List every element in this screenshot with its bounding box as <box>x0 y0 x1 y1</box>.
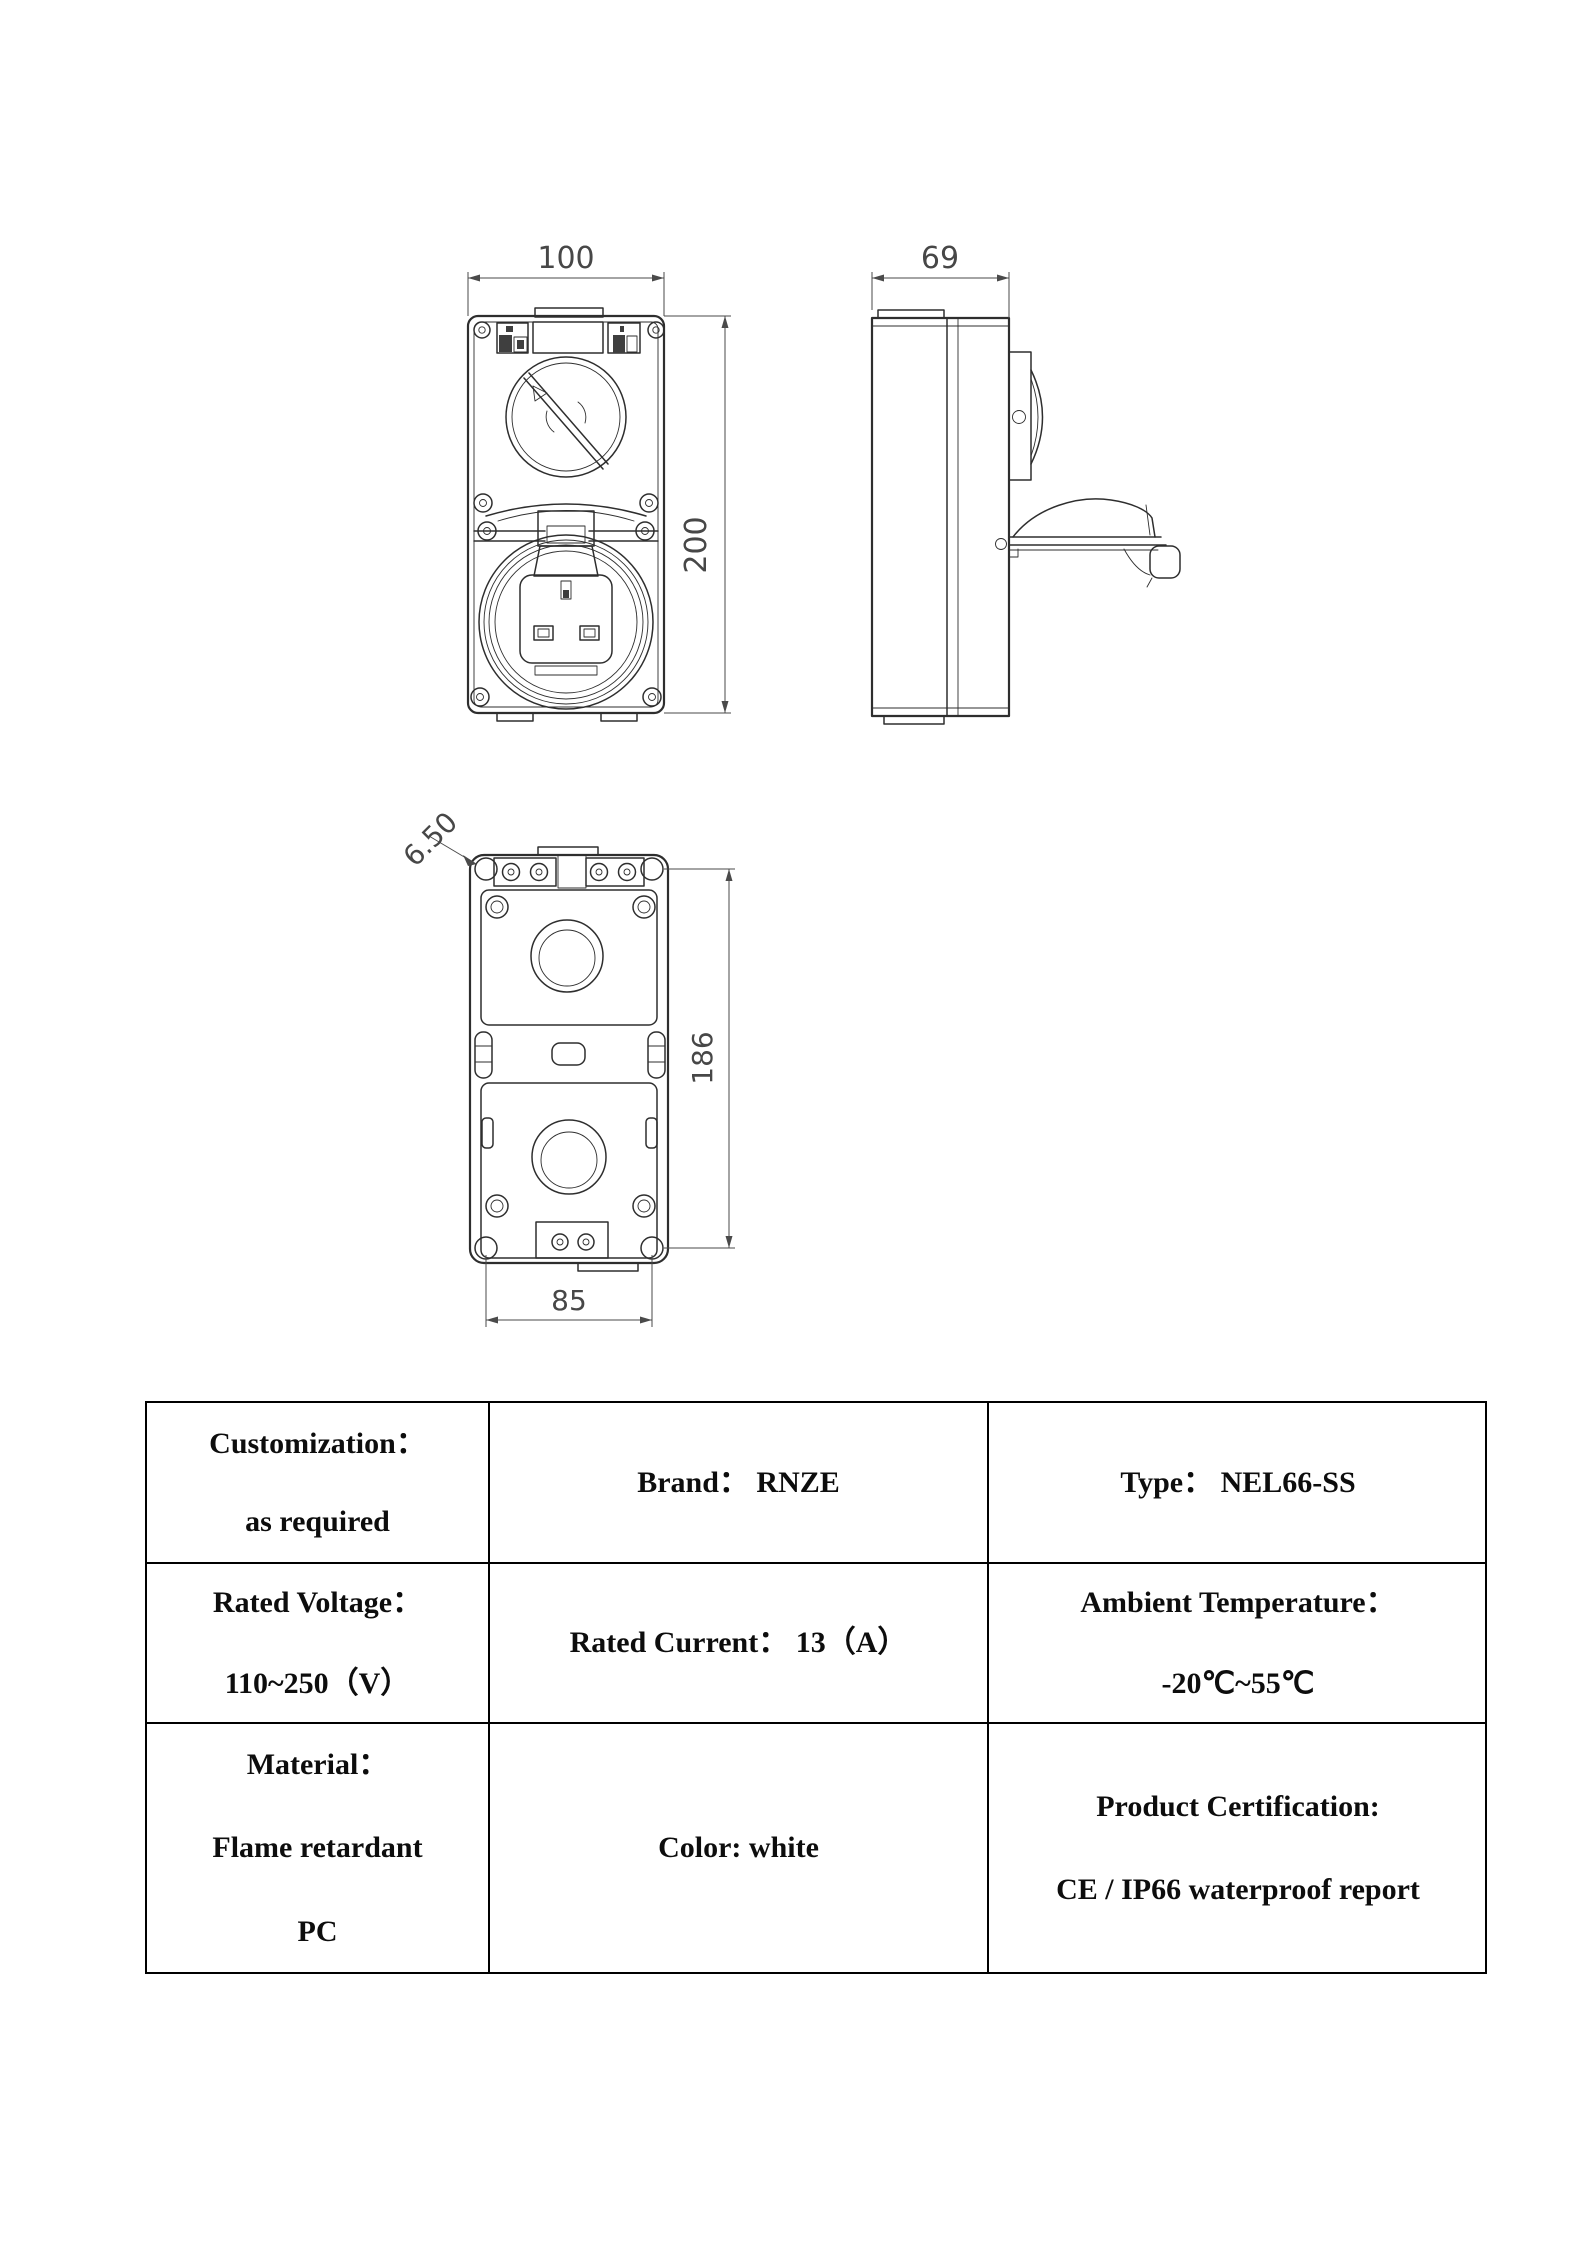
dim-back-height: 186 <box>664 868 735 1249</box>
dim-label-6-50: 6.50 <box>397 806 464 873</box>
dim-label-69: 69 <box>921 241 959 276</box>
spec-cell-ambient-temperature: Ambient Temperature： -20℃~55℃ <box>989 1564 1487 1724</box>
spec-line: as required <box>245 1504 390 1538</box>
side-body-outline <box>870 309 1011 725</box>
spec-line: Customization： <box>209 1427 426 1460</box>
side-knob <box>1008 351 1044 481</box>
spec-line: Flame retardant <box>212 1831 423 1865</box>
spec-cell-type: Type： NEL66-SS <box>989 1403 1487 1564</box>
dim-back-hole: 6.50 <box>397 806 477 873</box>
dim-label-100: 100 <box>537 241 594 276</box>
spec-line: 110~250（V） <box>224 1667 411 1700</box>
socket-recess <box>478 534 654 710</box>
spec-line: Rated Current： 13（A） <box>569 1626 908 1660</box>
dim-label-85: 85 <box>551 1284 587 1317</box>
spec-line: Color: white <box>658 1831 819 1865</box>
back-upper-section <box>480 889 658 1026</box>
spec-cell-material: Material： Flame retardant PC <box>147 1724 490 1972</box>
spec-line: Material： <box>246 1747 389 1781</box>
spec-line: Product Certification: <box>1096 1789 1380 1823</box>
back-plate-outline <box>468 846 670 1272</box>
spec-line: CE / IP66 waterproof report <box>1056 1873 1420 1906</box>
spec-cell-color: Color: white <box>490 1724 989 1972</box>
rotary-dial <box>505 356 627 478</box>
spec-line: Brand： RNZE <box>637 1465 840 1499</box>
dim-side-depth: 69 <box>871 241 1010 318</box>
dim-back-width: 85 <box>485 1255 653 1327</box>
spec-table: Customization： as required Brand： RNZE T… <box>145 1401 1487 1974</box>
dim-front-height: 200 <box>664 315 731 714</box>
side-view: 69 <box>870 241 1181 725</box>
spec-cell-brand: Brand： RNZE <box>490 1403 989 1564</box>
back-terminal-blocks <box>493 857 645 1259</box>
spec-cell-certification: Product Certification: CE / IP66 waterpr… <box>989 1724 1487 1972</box>
spec-cell-customization: Customization： as required <box>147 1403 490 1564</box>
side-open-flap <box>995 498 1181 588</box>
front-view: 100 200 <box>466 241 731 722</box>
back-lower-section <box>480 1082 658 1259</box>
spec-cell-rated-voltage: Rated Voltage： 110~250（V） <box>147 1564 490 1724</box>
front-feet <box>496 712 638 722</box>
spec-line: Rated Voltage： <box>212 1585 423 1619</box>
spec-cell-rated-current: Rated Current： 13（A） <box>490 1564 989 1724</box>
dim-label-200: 200 <box>679 516 714 573</box>
technical-drawings: 100 200 <box>397 241 1181 1327</box>
spec-line: PC <box>297 1914 338 1948</box>
back-view: 6.50 186 85 <box>397 806 735 1327</box>
back-middle-band <box>474 1031 666 1079</box>
dim-label-186: 186 <box>686 1031 719 1084</box>
spec-line: Ambient Temperature： <box>1080 1585 1396 1619</box>
flap-hinge <box>473 503 659 577</box>
dim-front-width: 100 <box>467 241 665 316</box>
spec-line: Type： NEL66-SS <box>1120 1465 1356 1499</box>
front-top-strip <box>496 321 641 354</box>
spec-line: -20℃~55℃ <box>1161 1667 1315 1700</box>
